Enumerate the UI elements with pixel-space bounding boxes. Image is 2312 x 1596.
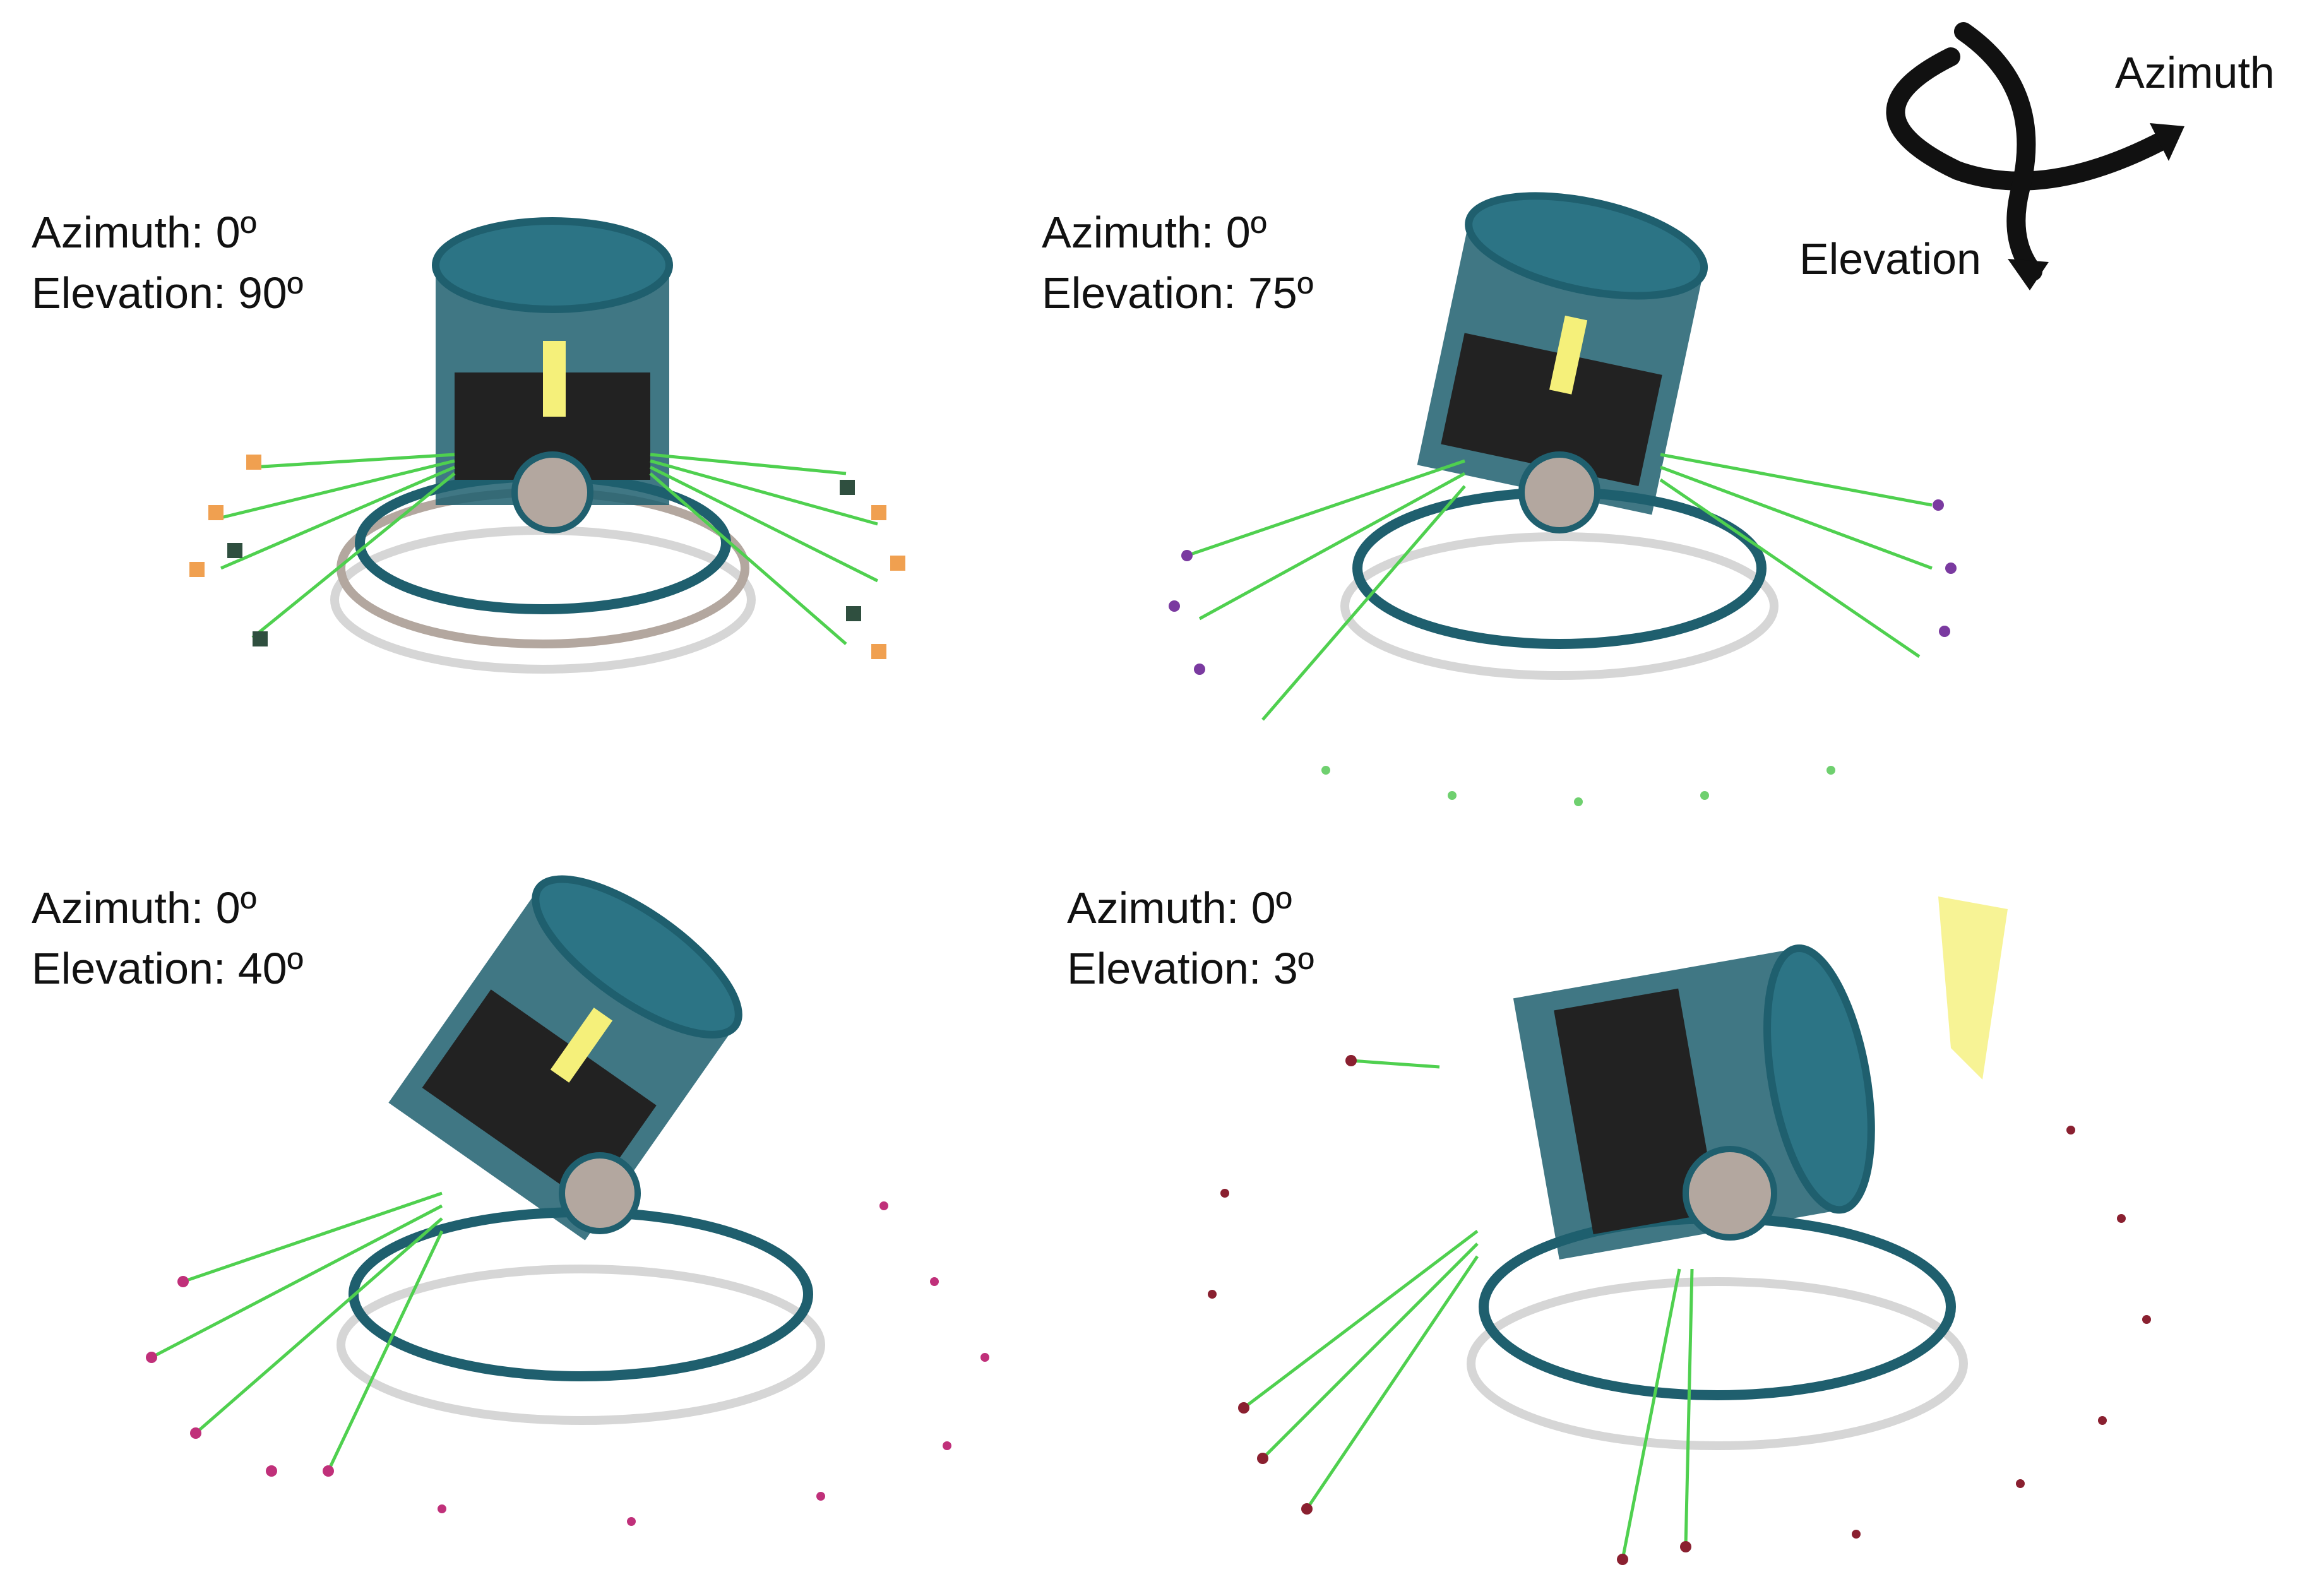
azimuth-value: Azimuth: 0º <box>32 208 257 257</box>
rotation-arrows-icon <box>1886 22 2184 290</box>
azimuth-value: Azimuth: 0º <box>1067 883 1292 932</box>
elevation-value: Elevation: 75º <box>1042 268 1314 318</box>
elevation-value: Elevation: 90º <box>32 268 304 318</box>
panel-elevation-90: Azimuth: 0º Elevation: 90º <box>0 164 998 808</box>
panel-elevation-75: Azimuth: 0º Elevation: 75º <box>1010 164 2020 808</box>
panel-caption: Azimuth: 0º Elevation: 40º <box>32 878 303 999</box>
elevation-legend-label: Elevation <box>1799 234 1981 283</box>
panel-caption: Azimuth: 0º Elevation: 90º <box>32 202 303 323</box>
azimuth-value: Azimuth: 0º <box>1042 208 1267 257</box>
telescope-model-illustration <box>1169 192 1957 806</box>
panel-caption: Azimuth: 0º Elevation: 3º <box>1067 878 1314 999</box>
panel-elevation-3: Azimuth: 0º Elevation: 3º <box>1035 840 2172 1566</box>
telescope-model-illustration <box>146 875 989 1526</box>
rotation-legend: Azimuth Elevation <box>1780 13 2311 316</box>
azimuth-legend-label: Azimuth <box>2115 48 2275 97</box>
elevation-value: Elevation: 40º <box>32 944 304 993</box>
panel-elevation-40: Azimuth: 0º Elevation: 40º <box>0 840 1061 1547</box>
azimuth-value: Azimuth: 0º <box>32 883 257 932</box>
elevation-value: Elevation: 3º <box>1067 944 1314 993</box>
panel-caption: Azimuth: 0º Elevation: 75º <box>1042 202 1313 323</box>
telescope-model-illustration <box>1208 896 2151 1565</box>
telescope-model-illustration <box>189 217 905 674</box>
